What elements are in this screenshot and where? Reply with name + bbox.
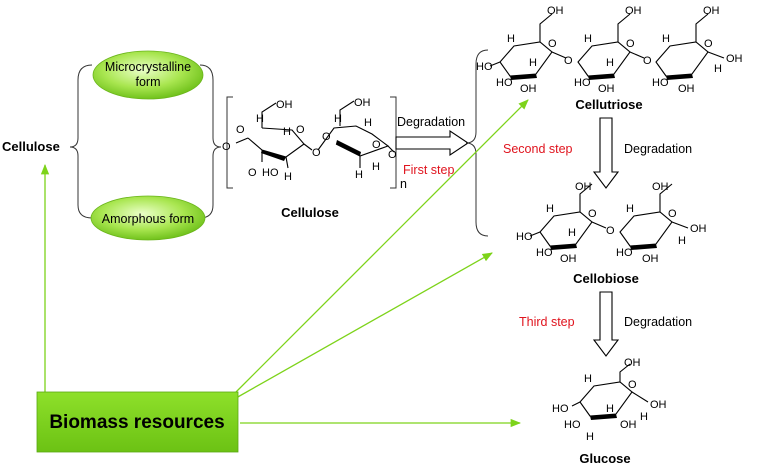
svg-text:HO: HO — [476, 61, 493, 73]
svg-text:H: H — [568, 227, 576, 239]
microcrystalline-form-bubble: Microcrystalline form — [92, 50, 204, 100]
amorphous-form-bubble: Amorphous form — [90, 195, 206, 241]
svg-text:H: H — [507, 33, 515, 45]
svg-text:O: O — [588, 208, 597, 220]
svg-text:HO: HO — [574, 77, 591, 89]
svg-text:O: O — [704, 38, 713, 50]
svg-text:OH: OH — [598, 83, 615, 95]
svg-text:H: H — [606, 403, 614, 415]
svg-text:H: H — [334, 113, 342, 125]
svg-text:HO: HO — [616, 247, 633, 259]
svg-text:H: H — [584, 33, 592, 45]
svg-text:H: H — [584, 373, 592, 385]
svg-text:OH: OH — [625, 5, 642, 17]
svg-text:O: O — [628, 379, 637, 391]
svg-text:O: O — [222, 141, 231, 153]
glucose-structure: OH H O HO OH HO OH H H H — [552, 357, 667, 443]
svg-text:H: H — [284, 171, 292, 183]
third-degradation-label: Degradation — [624, 315, 692, 329]
repeat-bracket-right — [390, 96, 397, 189]
svg-text:HO: HO — [552, 403, 569, 415]
repeat-bracket-left — [226, 96, 233, 189]
svg-text:H: H — [606, 57, 614, 69]
svg-text:H: H — [662, 33, 670, 45]
arrow-to-cellobiose — [235, 252, 493, 399]
svg-text:OH: OH — [354, 97, 371, 109]
svg-text:HO: HO — [652, 77, 669, 89]
svg-text:HO: HO — [564, 419, 581, 431]
svg-text:H: H — [372, 161, 380, 173]
third-degradation-arrow — [592, 291, 620, 357]
first-step-label: First step — [403, 163, 454, 177]
svg-text:O: O — [643, 55, 652, 67]
svg-text:O: O — [668, 208, 677, 220]
svg-text:O: O — [236, 124, 245, 136]
arrow-to-cellutriose — [235, 99, 529, 393]
svg-text:OH: OH — [652, 181, 669, 193]
right-curly-brace — [199, 64, 222, 219]
svg-text:H: H — [678, 235, 686, 247]
cellulose-root-label: Cellulose — [2, 139, 60, 154]
svg-text:H: H — [586, 431, 594, 443]
svg-text:HO: HO — [496, 77, 513, 89]
svg-text:OH: OH — [276, 99, 293, 111]
svg-text:HO: HO — [262, 167, 279, 179]
svg-text:H: H — [283, 126, 291, 138]
svg-text:OH: OH — [520, 83, 537, 95]
svg-text:OH: OH — [678, 83, 695, 95]
svg-text:H: H — [640, 411, 648, 423]
glucose-name: Glucose — [579, 451, 630, 466]
amorphous-label: Amorphous form — [102, 212, 194, 226]
products-brace — [465, 49, 489, 237]
svg-text:O: O — [564, 55, 573, 67]
svg-text:OH: OH — [620, 419, 637, 431]
repeat-subscript: n — [400, 177, 407, 191]
left-curly-brace — [69, 64, 93, 219]
svg-text:H: H — [355, 169, 363, 181]
biomass-resources-label: Biomass resources — [49, 412, 224, 433]
cellobiose-structure: OH HO H O HO OH H O OH H O OH HO OH H — [516, 181, 707, 265]
svg-text:O: O — [606, 225, 615, 237]
third-step-label: Third step — [519, 315, 575, 329]
cellutriose-name: Cellutriose — [575, 97, 642, 112]
svg-text:O: O — [548, 38, 557, 50]
svg-text:O: O — [312, 147, 321, 159]
svg-text:OH: OH — [726, 53, 743, 65]
second-step-label: Second step — [503, 142, 573, 156]
cellulose-polymer-structure: n O O HO O OH H H O H O OH H O H O H H O — [222, 96, 407, 191]
microcrystalline-label-line2: form — [136, 75, 161, 89]
svg-text:OH: OH — [642, 253, 659, 265]
svg-text:O: O — [626, 38, 635, 50]
svg-text:O: O — [322, 131, 331, 143]
svg-text:OH: OH — [560, 253, 577, 265]
svg-text:H: H — [364, 117, 372, 129]
second-degradation-label: Degradation — [624, 142, 692, 156]
svg-text:OH: OH — [690, 223, 707, 235]
svg-text:O: O — [388, 149, 397, 161]
svg-text:H: H — [529, 57, 537, 69]
svg-text:OH: OH — [547, 5, 564, 17]
svg-text:OH: OH — [703, 5, 720, 17]
svg-text:HO: HO — [516, 231, 533, 243]
svg-text:HO: HO — [536, 247, 553, 259]
cellutriose-structure: OH HO H O HO OH H O OH H O HO OH H O OH … — [476, 5, 743, 95]
first-degradation-label: Degradation — [397, 115, 465, 129]
cellulose-structure-name: Cellulose — [281, 205, 339, 220]
svg-text:O: O — [248, 167, 257, 179]
svg-text:OH: OH — [650, 399, 667, 411]
svg-text:H: H — [626, 203, 634, 215]
cellobiose-name: Cellobiose — [573, 271, 639, 286]
svg-text:O: O — [372, 139, 381, 151]
svg-text:H: H — [546, 203, 554, 215]
svg-text:H: H — [256, 113, 264, 125]
svg-text:OH: OH — [624, 357, 641, 369]
svg-text:H: H — [714, 63, 722, 75]
microcrystalline-label-line1: Microcrystalline — [105, 60, 191, 74]
biomass-resources-box: Biomass resources — [36, 391, 239, 453]
second-degradation-arrow — [592, 117, 620, 189]
svg-text:OH: OH — [575, 181, 592, 193]
svg-text:O: O — [296, 124, 305, 136]
first-degradation-arrow — [395, 129, 469, 157]
